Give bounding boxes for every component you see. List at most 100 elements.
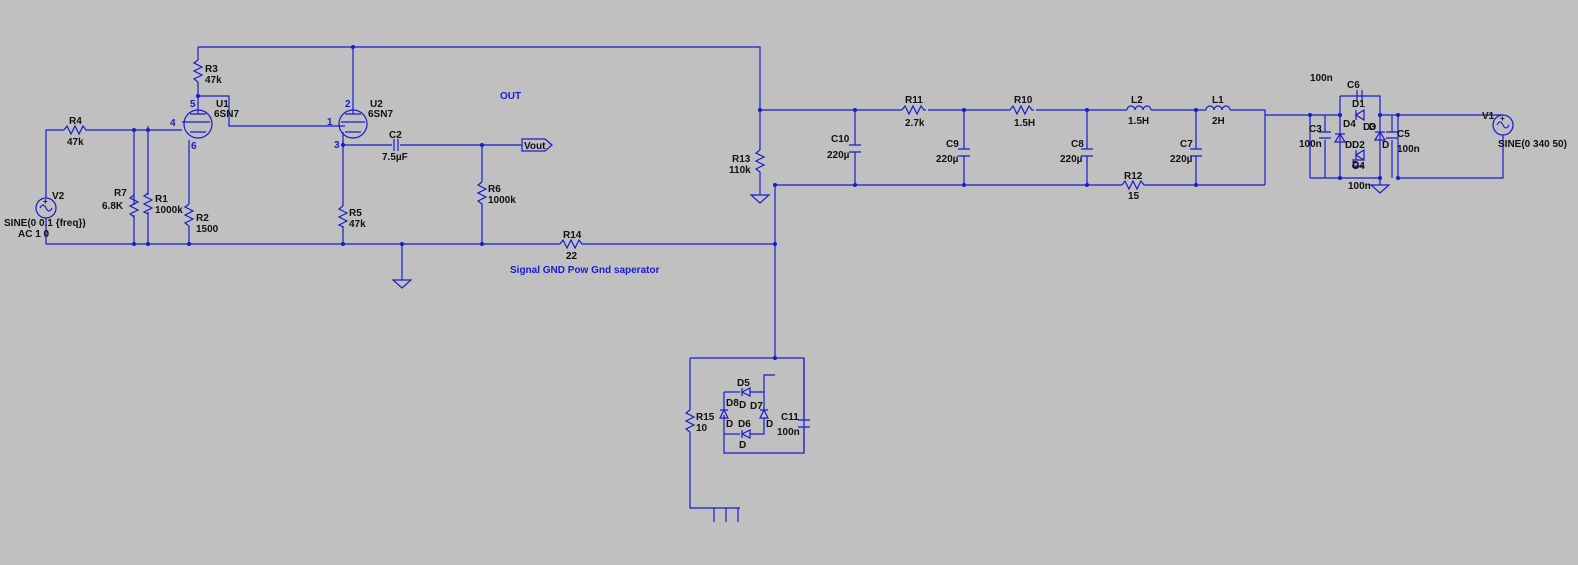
d2-value: D: [1352, 160, 1359, 171]
u1-pin-6: 6: [191, 141, 197, 152]
d7-value: D: [766, 419, 773, 430]
r13-value: 110k: [729, 165, 751, 176]
diode-d6-symbol[interactable]: [740, 429, 751, 439]
resistor-r5-symbol[interactable]: [337, 205, 349, 228]
r3-value: 47k: [205, 75, 222, 86]
r10-value: 1.5H: [1014, 118, 1035, 129]
ground-r13-icon: [749, 194, 771, 204]
r6-name: R6: [488, 184, 501, 195]
r6-value: 1000k: [488, 195, 516, 206]
r11-name: R11: [905, 95, 923, 106]
d7-name: D7: [750, 401, 763, 412]
capacitor-c5-symbol[interactable]: [1386, 131, 1398, 139]
inductor-l2-symbol[interactable]: [1126, 105, 1152, 111]
r3-name: R3: [205, 64, 218, 75]
voltage-source-v2-symbol[interactable]: +: [35, 197, 57, 219]
u2-pin-1: 1: [327, 117, 333, 128]
net-label-out[interactable]: OUT: [500, 91, 521, 102]
capacitor-c9-symbol[interactable]: [958, 148, 970, 157]
r15-value: 10: [696, 423, 708, 434]
d4-name: D4: [1343, 119, 1356, 130]
inductor-l1-symbol[interactable]: [1205, 105, 1231, 111]
d1-name: D1: [1352, 99, 1365, 110]
d6-value: D: [739, 440, 746, 451]
capacitor-c7-symbol[interactable]: [1190, 148, 1202, 157]
diode-d3-symbol[interactable]: [1373, 130, 1387, 141]
r14-value: 22: [566, 251, 578, 262]
vout-label: Vout: [524, 141, 546, 152]
v1-plus-sign: +: [1500, 114, 1505, 123]
d1-value: D: [1369, 122, 1376, 133]
r12-value: 15: [1128, 191, 1140, 202]
diode-d1-symbol[interactable]: [1354, 108, 1365, 122]
d4-value: D: [1345, 140, 1352, 151]
r4-value: 47k: [67, 137, 84, 148]
c7-value: 220µ: [1170, 154, 1193, 165]
diode-d4-symbol[interactable]: [1333, 132, 1347, 143]
r1-name: R1: [155, 194, 168, 205]
tube-u2-symbol[interactable]: [338, 104, 368, 145]
resistor-r3-symbol[interactable]: [192, 59, 204, 84]
d8-value: D: [726, 419, 733, 430]
resistor-r2-symbol[interactable]: [183, 203, 195, 227]
c5-value: 100n: [1397, 144, 1420, 155]
resistor-symbols: [63, 59, 1146, 434]
c6-name: C6: [1347, 80, 1360, 91]
c8-value: 220µ: [1060, 154, 1083, 165]
resistor-r1-symbol[interactable]: [142, 192, 154, 215]
capacitor-c2-symbol[interactable]: [393, 139, 399, 151]
u2-name: U2: [370, 99, 383, 110]
net-label-note[interactable]: Signal GND Pow Gnd saperator: [510, 265, 660, 276]
diode-d8-symbol[interactable]: [719, 408, 729, 419]
voltage-source-v1-symbol[interactable]: +: [1492, 114, 1514, 136]
diode-d7-symbol[interactable]: [759, 408, 769, 419]
c4-value: 100n: [1348, 181, 1371, 192]
vout-port[interactable]: Vout: [521, 138, 553, 152]
resistor-r6-symbol[interactable]: [476, 181, 488, 206]
ground-rectifier-icon: [1369, 184, 1391, 194]
c2-name: C2: [389, 130, 402, 141]
c3-name: C3: [1309, 124, 1322, 135]
r12-name: R12: [1124, 171, 1143, 182]
resistor-r4-symbol[interactable]: [63, 124, 88, 136]
c4-name: C4: [1352, 161, 1365, 172]
diode-d2-symbol[interactable]: [1354, 148, 1365, 162]
resistor-r11-symbol[interactable]: [901, 104, 926, 116]
capacitor-c8-symbol[interactable]: [1081, 148, 1093, 157]
c7-name: C7: [1180, 139, 1193, 150]
v2-value2: AC 1 0: [18, 229, 50, 240]
r2-name: R2: [196, 213, 209, 224]
v2-name: V2: [52, 191, 65, 202]
l2-value: 1.5H: [1128, 116, 1149, 127]
diode-d5-symbol[interactable]: [740, 387, 751, 397]
r15-name: R15: [696, 412, 715, 423]
c8-name: C8: [1071, 139, 1084, 150]
capacitor-c10-symbol[interactable]: [849, 144, 861, 153]
capacitor-c3-symbol[interactable]: [1319, 131, 1331, 139]
capacitor-c11-symbol[interactable]: [798, 419, 810, 428]
tube-u1-symbol[interactable]: [182, 108, 213, 139]
resistor-r14-symbol[interactable]: [559, 238, 584, 250]
net-labels: OUT Signal GND Pow Gnd saperator: [500, 91, 660, 276]
capacitor-c4-symbol[interactable]: [1352, 159, 1364, 167]
r11-value: 2.7k: [905, 118, 925, 129]
resistor-r10-symbol[interactable]: [1009, 104, 1034, 116]
u2-pin-2: 2: [345, 99, 351, 110]
ground-symbols: [391, 184, 1391, 289]
resistor-r12-symbol[interactable]: [1121, 179, 1146, 191]
c11-name: C11: [781, 412, 799, 423]
v1-name: V1: [1482, 111, 1495, 122]
r5-value: 47k: [349, 219, 366, 230]
d6-name: D6: [738, 419, 751, 430]
resistor-r7-symbol[interactable]: [128, 194, 140, 218]
resistor-r13-symbol[interactable]: [754, 149, 766, 176]
l1-value: 2H: [1212, 116, 1225, 127]
resistor-r15-symbol[interactable]: [684, 409, 696, 434]
u1-pin-4: 4: [170, 118, 176, 129]
r14-name: R14: [563, 230, 582, 241]
r2-value: 1500: [196, 224, 219, 235]
u1-value: 6SN7: [214, 109, 239, 120]
capacitor-c6-symbol[interactable]: [1356, 90, 1363, 102]
d3-value: D: [1382, 140, 1389, 151]
